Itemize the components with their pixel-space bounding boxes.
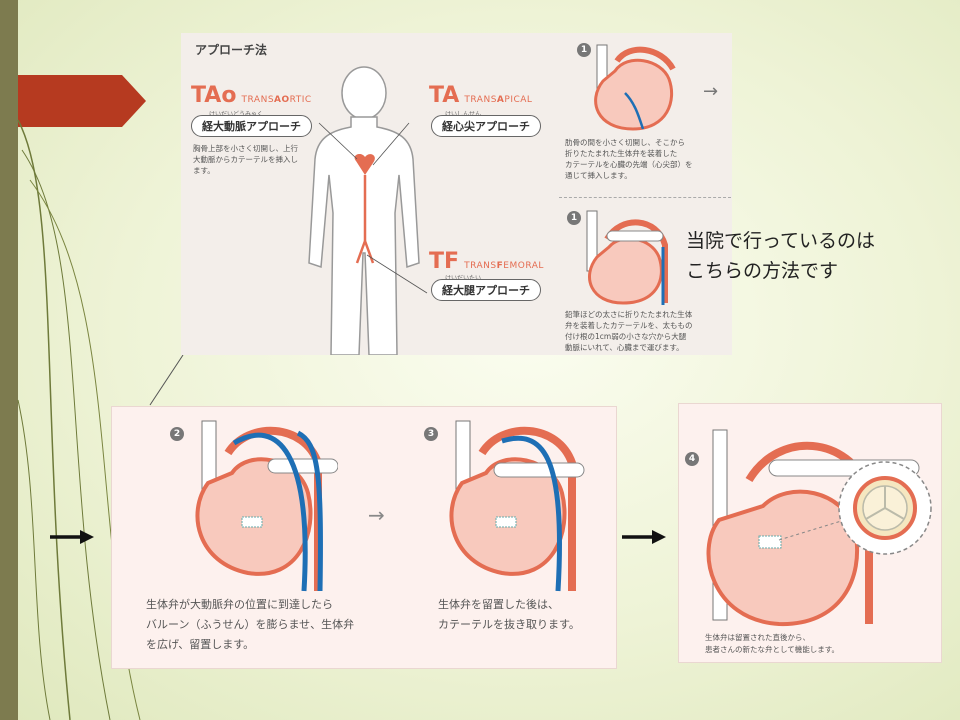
step-4-panel: 4 生体弁は留置された直後から、 患者さんの新たな弁として機能します。 bbox=[678, 403, 942, 663]
step-3-number: 3 bbox=[424, 427, 438, 441]
section-divider bbox=[559, 197, 731, 198]
hospital-note: 当院で行っているのは こちらの方法です bbox=[686, 230, 876, 282]
step-2-number: 2 bbox=[170, 427, 184, 441]
step-4-caption: 生体弁は留置された直後から、 患者さんの新たな弁として機能します。 bbox=[705, 633, 840, 654]
heart-step-2-illustration bbox=[195, 420, 338, 592]
step-4-number: 4 bbox=[685, 452, 699, 466]
heart-step-3-illustration bbox=[449, 420, 585, 592]
ta-heading: TA TRANSAPICAL bbox=[429, 83, 532, 108]
step-1-tf-number: 1 bbox=[567, 211, 581, 225]
ta-ruby: けいしんせん bbox=[445, 109, 481, 118]
tf-label: 経大腿アプローチ bbox=[431, 279, 541, 301]
panel-title: アプローチ法 bbox=[195, 43, 268, 57]
step-3-caption: 生体弁を留置した後は、 カテーテルを抜き取ります。 bbox=[438, 598, 580, 631]
heart-step-4-illustration bbox=[706, 429, 932, 627]
ta-sub: TRANSAPICAL bbox=[464, 95, 533, 105]
flow-arrow-2 bbox=[622, 530, 666, 544]
ta-label: 経心尖アプローチ bbox=[431, 115, 541, 137]
heart-tf-illustration bbox=[586, 210, 668, 305]
step-1-ta-description: 肋骨の間を小さく切開し、そこから 折りたたまれた生体弁を装着した カテーテルを心… bbox=[565, 138, 693, 180]
tao-code: TAo bbox=[191, 83, 237, 108]
step-1-ta-number: 1 bbox=[577, 43, 591, 57]
flow-arrow-1 bbox=[50, 530, 94, 544]
step-2-caption: 生体弁が大動脈弁の位置に到達したら バルーン（ふうせん）を膨らませ、生体弁 を広… bbox=[146, 598, 355, 651]
tf-sub: TRANSFEMORAL bbox=[464, 261, 544, 271]
tao-description: 胸骨上部を小さく切開し、上行 大動脈からカテーテルを挿入し ます。 bbox=[193, 144, 298, 175]
heart-ta-illustration bbox=[594, 44, 676, 131]
step-next-arrow: → bbox=[703, 81, 719, 102]
tf-heading: TF TRANSFEMORAL bbox=[429, 249, 544, 274]
tf-ruby: けいだいたい bbox=[445, 273, 481, 282]
ta-code: TA bbox=[429, 83, 460, 108]
body-silhouette bbox=[308, 66, 428, 355]
tao-heading: TAo TRANSAORTIC bbox=[191, 83, 312, 108]
step-2-3-arrow: → bbox=[368, 503, 385, 527]
tao-label: 経大動脈アプローチ bbox=[191, 115, 312, 137]
approach-panel: アプローチ法 TAo TRANSAORTIC けいだいどうみゃく 経大動脈アプロ… bbox=[181, 33, 732, 355]
tf-code: TF bbox=[429, 249, 460, 274]
tao-sub: TRANSAORTIC bbox=[241, 95, 312, 105]
steps-2-3-panel: 2 → 3 生体弁が大動脈弁の位置に到達したら バルーン（ふうせん）を膨らませ、… bbox=[111, 406, 617, 669]
step-1-tf-description: 鉛筆ほどの太さに折りたたまれた生体 弁を装着したカテーテルを、太ももの 付け根の… bbox=[565, 310, 693, 352]
slide-tab-arrow bbox=[18, 75, 146, 127]
sidebar-bar bbox=[0, 0, 18, 720]
tao-ruby: けいだいどうみゃく bbox=[209, 109, 263, 118]
